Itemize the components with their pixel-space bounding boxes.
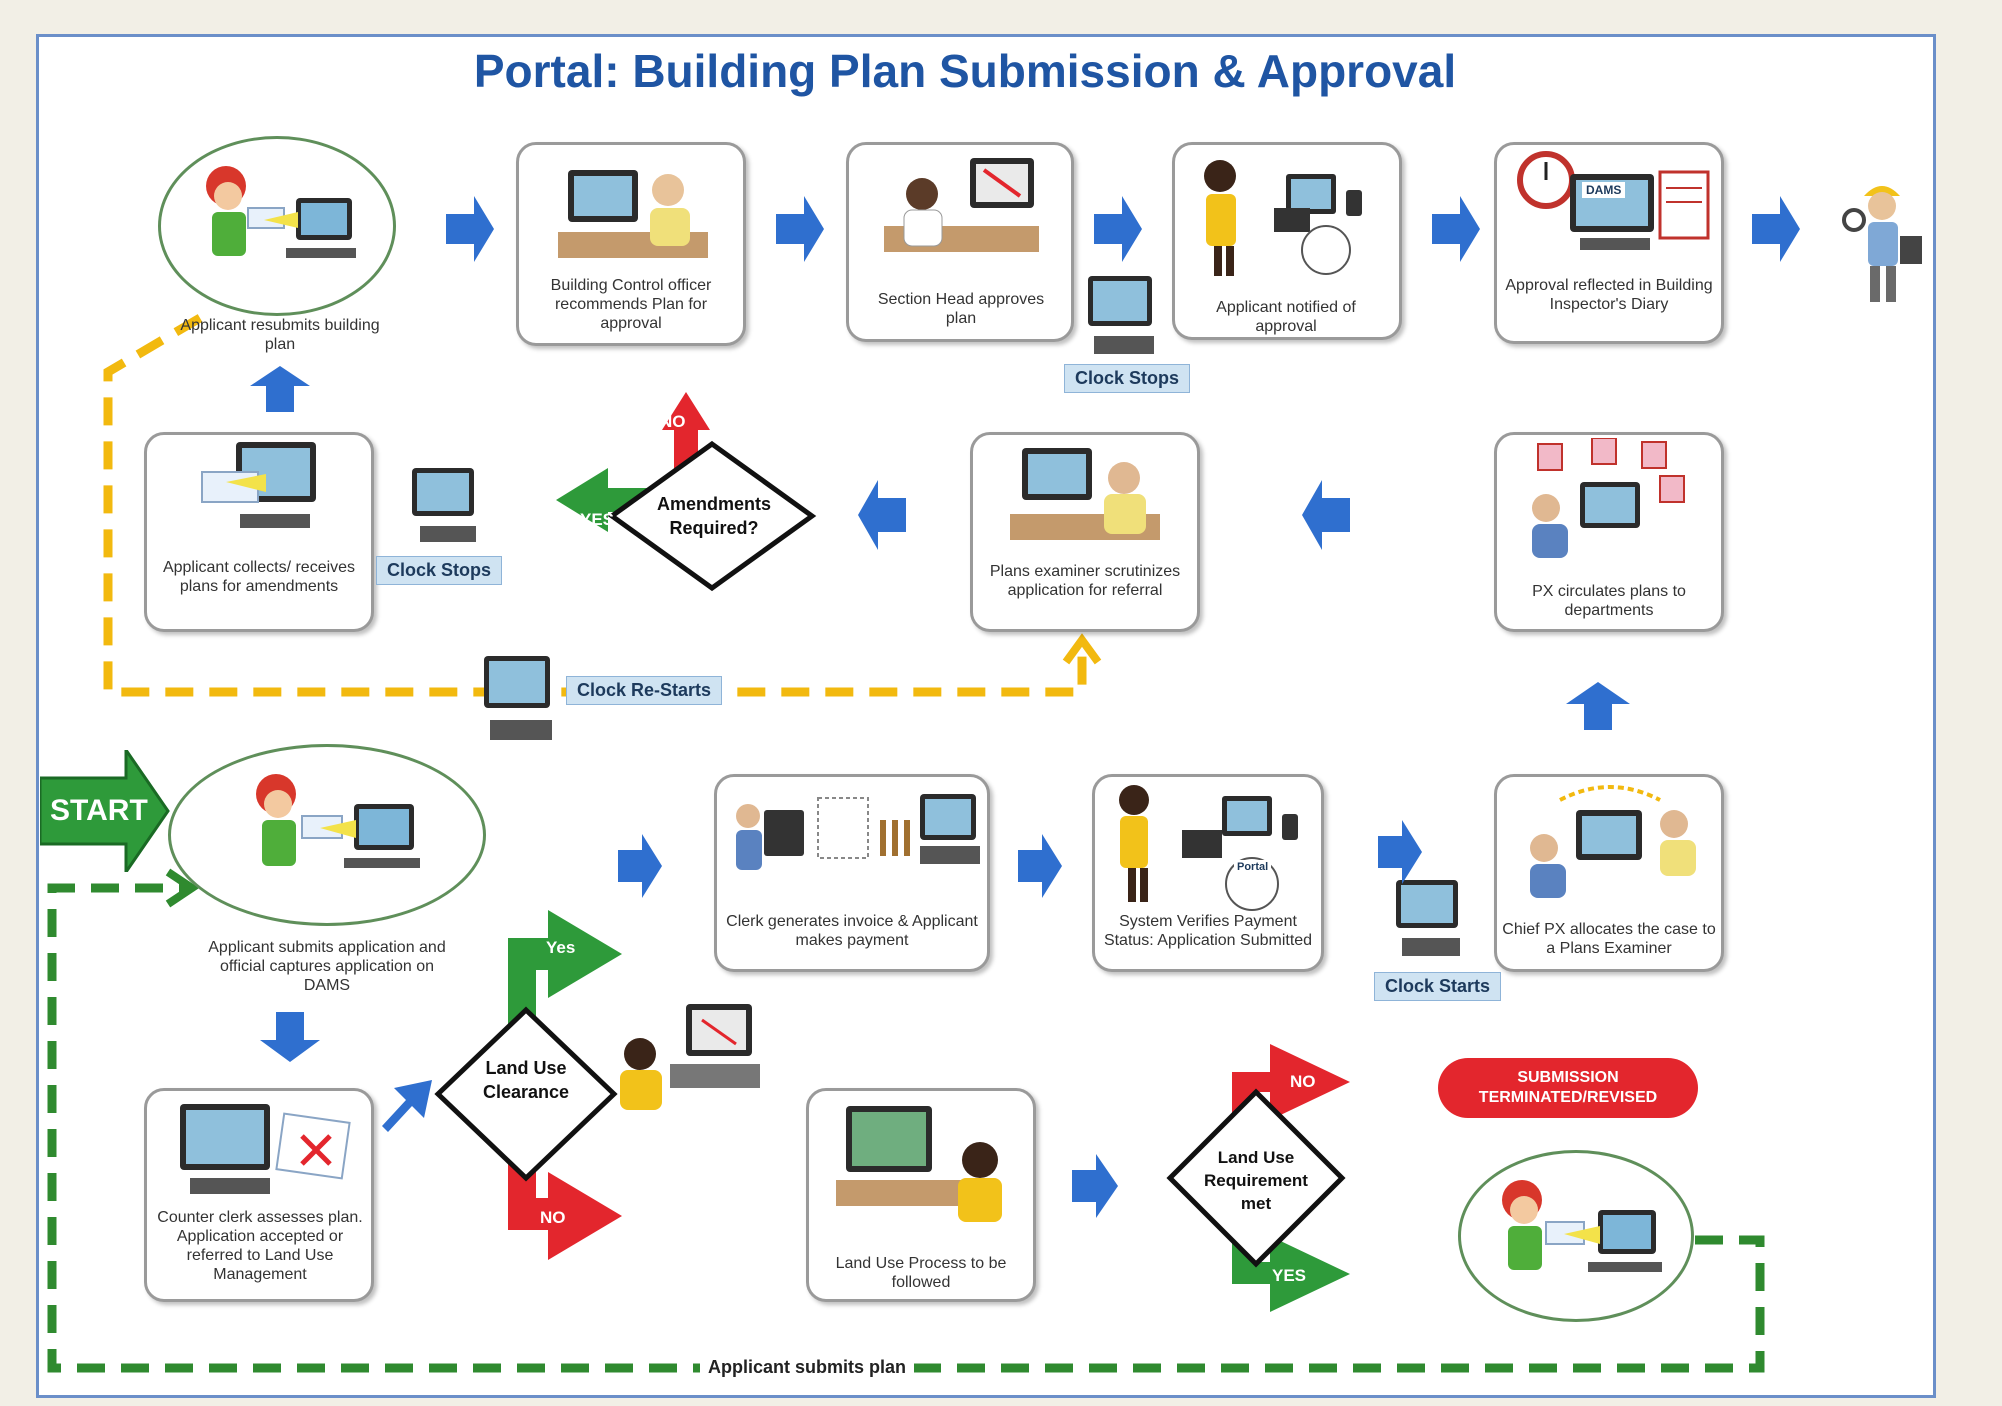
restart-loop-line (103, 314, 1087, 697)
step-section-head-caption: Section Head approves plan (877, 291, 1045, 327)
resubmit-loop-arrowhead (165, 868, 200, 908)
dams-clock-and-diary-icon (1517, 151, 1710, 250)
start-label: START (50, 794, 148, 827)
plans-examiner-at-computer-icon (1010, 448, 1160, 540)
clerk-invoice-payment-icon (736, 794, 980, 870)
applicant-with-computer-icon (206, 166, 356, 258)
diagram-title: Portal: Building Plan Submission & Appro… (473, 45, 1457, 97)
start-arrow (40, 750, 170, 872)
branch-no-label-3: NO (1290, 1072, 1316, 1091)
step-submits-caption: Applicant submits application and offici… (208, 939, 446, 994)
clock-stops-tag-2: Clock Stops (376, 556, 503, 585)
clock-stops-computer-icon-2 (412, 468, 476, 542)
step-collects-caption: Applicant collects/ receives plans for a… (162, 559, 356, 595)
land-use-officer-icon (620, 1004, 760, 1110)
section-head-at-computer-icon (884, 158, 1039, 252)
applicant-submitting-icon (256, 774, 420, 868)
branch-yes-label-3: YES (1272, 1266, 1307, 1285)
land-use-requirement-decision (1166, 1044, 1350, 1312)
clock-stops-tag-1: Clock Stops (1064, 364, 1191, 393)
step-notified-caption: Applicant notified of approval (1216, 299, 1356, 335)
decision-amendments-label: Amendments Required? (656, 494, 772, 538)
land-use-process-icon (836, 1106, 1002, 1222)
decision-land-use-requirement-label: Land Use Requirement met (1204, 1148, 1308, 1213)
px-with-department-plans-icon (1532, 438, 1685, 558)
resubmit-loop-label: Applicant submits plan (700, 1357, 915, 1378)
step-bco-caption: Building Control officer recommends Plan… (550, 277, 712, 332)
decision-land-use-clearance-label: Land Use Clearance (482, 1058, 570, 1102)
step-scrutinizes-caption: Plans examiner scrutinizes application f… (989, 563, 1181, 599)
dams-screen-label: DAMS (1582, 182, 1626, 198)
clock-restarts-computer-icon (484, 656, 552, 740)
branch-no-label-2: NO (540, 1208, 566, 1227)
clock-restarts-tag: Clock Re-Starts (566, 676, 723, 705)
branch-yes-label-1: YES (580, 510, 615, 529)
step-invoice-caption: Clerk generates invoice & Applicant make… (726, 913, 978, 949)
computer-with-plans-icon (201, 442, 316, 528)
officer-at-computer-icon (558, 170, 708, 258)
applicant-revised-icon (1502, 1180, 1662, 1272)
system-verifies-icon (1119, 785, 1298, 911)
portal-screen-label: Portal (1234, 860, 1272, 874)
step-counter-caption: Counter clerk assesses plan. Application… (157, 1209, 363, 1283)
branch-yes-label-2: Yes (546, 938, 576, 957)
building-inspector-icon (1842, 186, 1922, 302)
restart-loop-arrowhead (1062, 633, 1102, 665)
step-allocates-caption: Chief PX allocates the case to a Plans E… (1502, 921, 1716, 957)
chief-px-allocates-icon (1530, 785, 1696, 898)
branch-no-label-1: NO (660, 412, 686, 431)
clock-starts-tag: Clock Starts (1374, 972, 1502, 1001)
resubmit-loop-line (47, 883, 1765, 1373)
land-use-clearance-decision (434, 910, 622, 1260)
clock-stops-computer-icon-1 (1088, 276, 1154, 354)
submission-terminated-badge: SUBMISSION TERMINATED/REVISED (1438, 1058, 1698, 1118)
counter-clerk-assesses-icon (180, 1104, 351, 1194)
step-verifies-caption: System Verifies Payment Status: Applicat… (1103, 913, 1313, 949)
step-resubmit-caption: Applicant resubmits building plan (180, 317, 380, 353)
clock-starts-computer-icon (1396, 880, 1460, 956)
applicant-with-devices-icon (1204, 160, 1362, 276)
step-diary-caption: Approval reflected in Building Inspector… (1505, 277, 1713, 313)
step-land-use-process-caption: Land Use Process to be followed (835, 1255, 1007, 1291)
step-circulates-caption: PX circulates plans to departments (1532, 583, 1686, 619)
amendments-decision (556, 392, 817, 592)
